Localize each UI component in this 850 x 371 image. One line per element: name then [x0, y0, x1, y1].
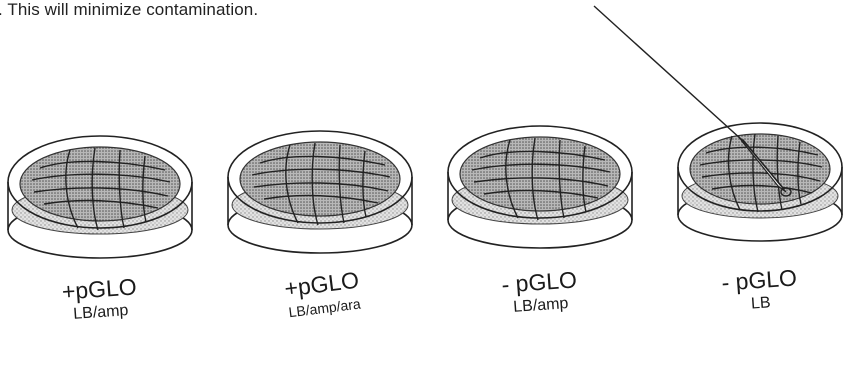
plate-label-4: - pGLO LB	[711, 265, 810, 318]
petri-dish-1	[8, 136, 192, 258]
petri-dish-2	[228, 131, 412, 253]
petri-dish-3	[448, 126, 632, 248]
petri-dish-4	[678, 123, 842, 241]
plate-label-3: - pGLO LB/amp	[487, 266, 594, 319]
plate-label-1: +pGLO LB/amp	[51, 274, 150, 327]
